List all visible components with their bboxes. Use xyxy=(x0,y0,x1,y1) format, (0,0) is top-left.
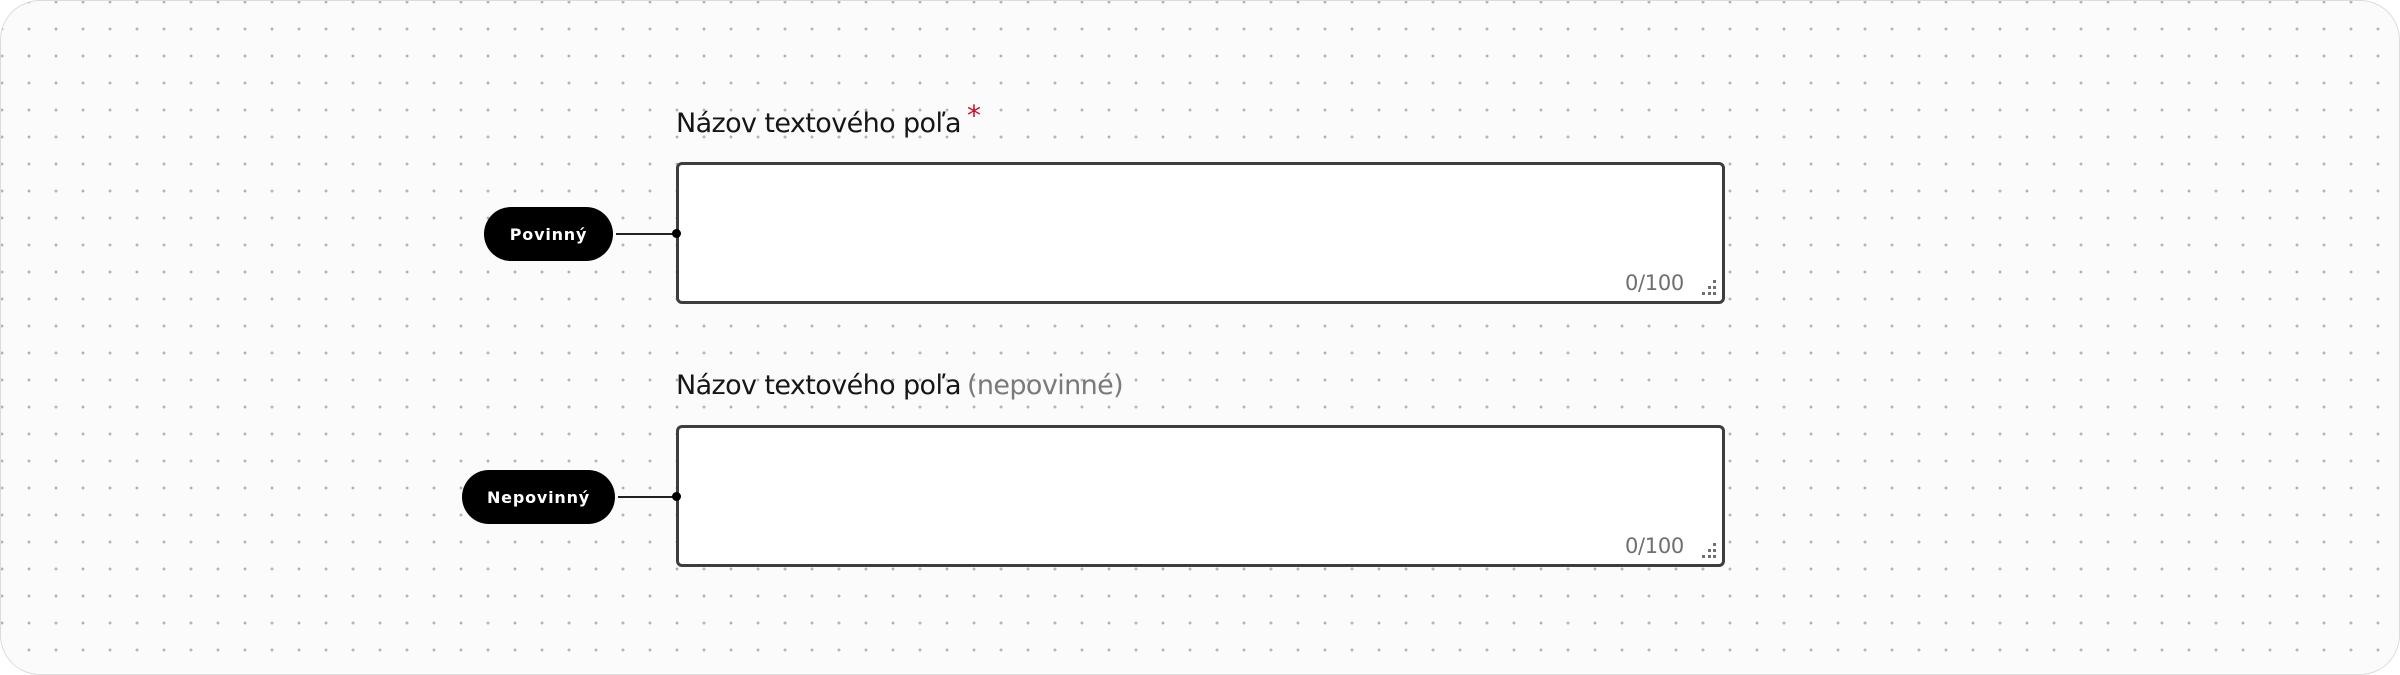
field-label-required: Názov textového poľa* xyxy=(676,102,981,139)
annotation-connector-line xyxy=(618,496,676,498)
annotation-connector-dot xyxy=(672,229,681,238)
annotation-label: Nepovinný xyxy=(486,487,590,507)
character-counter: 0/100 xyxy=(1624,534,1684,558)
textarea-required[interactable]: 0/100 xyxy=(676,162,1725,304)
annotation-connector-dot xyxy=(672,492,681,501)
annotation-required-badge: Povinný xyxy=(484,207,613,261)
annotation-connector-line xyxy=(616,233,676,235)
textarea-optional[interactable]: 0/100 xyxy=(676,425,1725,567)
annotation-label: Povinný xyxy=(509,224,588,244)
field-label-text: Názov textového poľa xyxy=(676,370,962,401)
field-label-text: Názov textového poľa xyxy=(676,108,962,139)
character-counter: 0/100 xyxy=(1624,271,1684,295)
required-asterisk: * xyxy=(966,99,981,132)
resize-grip-icon[interactable] xyxy=(1700,279,1718,297)
field-label-optional: Názov textového poľa(nepovinné) xyxy=(676,370,1124,401)
optional-suffix: (nepovinné) xyxy=(966,370,1124,401)
resize-grip-icon[interactable] xyxy=(1700,542,1718,560)
annotation-optional-badge: Nepovinný xyxy=(462,470,615,524)
